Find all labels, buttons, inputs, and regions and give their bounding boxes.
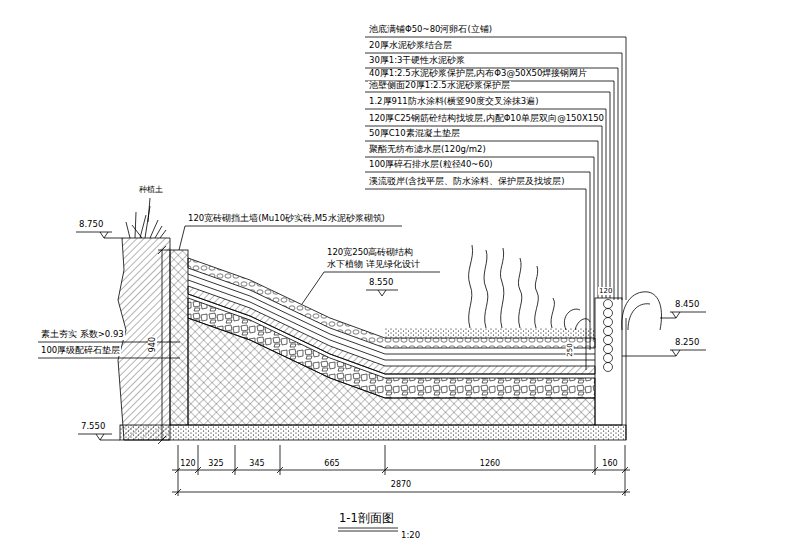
layer-note: 50厚C10素混凝土垫层 <box>368 129 461 139</box>
dimension-text: 665 <box>323 459 340 468</box>
elevation-mark: 8.550 <box>368 278 394 288</box>
structure-note: 120宽250高砖砌结构 <box>326 248 414 258</box>
layer-note: 聚酯无纺布滤水层(120g/m2) <box>368 145 487 155</box>
base-note: 100厚级配碎石垫层 <box>40 346 121 356</box>
elevation-mark: 8.250 <box>674 338 700 348</box>
layer-note: 池壁侧面20厚1:2.5水泥砂浆保护层 <box>368 81 511 91</box>
layer-note: 20厚水泥砂浆结合层 <box>368 41 453 51</box>
dimension-text: 120 <box>598 287 613 295</box>
dimension-text: 325 <box>207 459 224 468</box>
elevation-mark: 8.750 <box>78 220 104 230</box>
dimension-text: 250 <box>566 342 574 357</box>
planting-note: 种植土 <box>138 186 164 195</box>
dimension-text: 160 <box>601 459 618 468</box>
layer-note: 溪流驳岸(含找平层、防水涂料、保护层及找坡层) <box>368 177 566 187</box>
dimension-text: 940 <box>148 336 157 353</box>
elevation-mark: 8.450 <box>674 300 700 310</box>
wall-note: 120宽砖砌挡土墙(Mu10砂实砖,M5水泥砂浆砌筑) <box>187 214 386 224</box>
elevation-mark: 7.550 <box>80 422 106 432</box>
dimension-text: 2870 <box>390 480 412 489</box>
layer-note: 40厚1:2.5水泥砂浆保护层,内布Φ3@50X50焊接钢网片 <box>368 69 588 79</box>
layer-note: 1.2厚911防水涂料(横竖90度交叉涂抹3遍) <box>368 97 540 107</box>
dimension-text: 120 <box>179 459 196 468</box>
soil-note: 素土夯实 系数>0.93 <box>40 330 125 340</box>
section-title: 1-1剖面图 <box>338 512 395 525</box>
scale-caption: 1:20 <box>400 531 421 541</box>
dimension-text: 1260 <box>479 459 501 468</box>
layer-note: 120厚C25钢筋砼结构找坡层,内配Φ10单层双向@150X150 <box>368 114 605 124</box>
layer-note: 100厚碎石排水层(粒径40~60) <box>368 160 494 170</box>
layer-note: 30厚1:3干硬性水泥砂浆 <box>368 56 467 66</box>
plant-note: 水下植物 详见绿化设计 <box>326 260 421 270</box>
layer-note: 池底满铺Φ50~80河卵石(立铺) <box>368 25 493 35</box>
dimension-text: 345 <box>248 459 265 468</box>
